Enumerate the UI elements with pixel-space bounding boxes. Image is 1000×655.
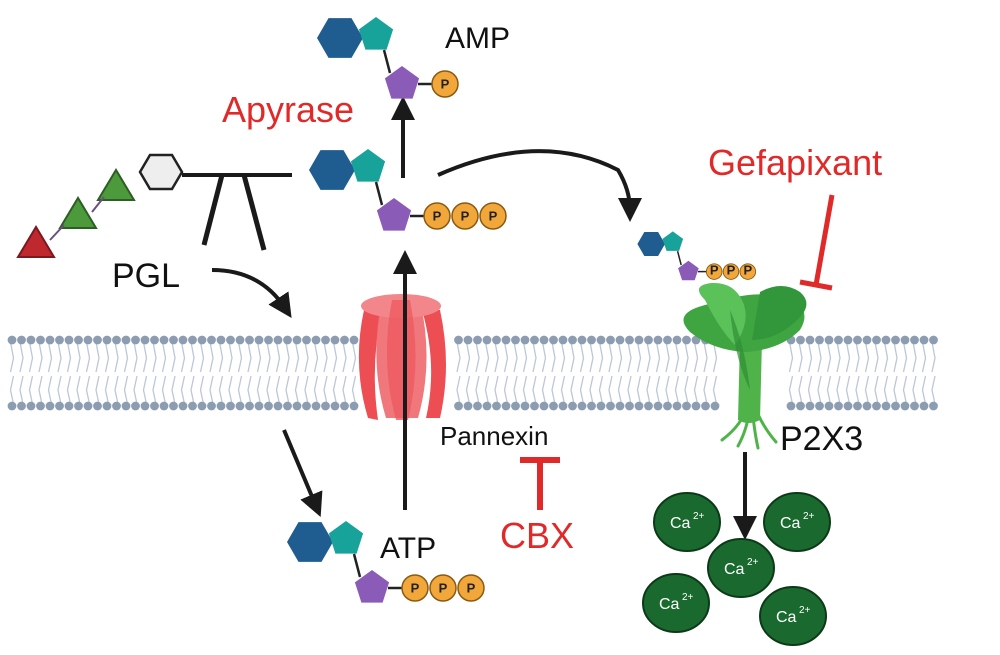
phosphate-circle-icon — [722, 263, 740, 280]
phosphate-label: P — [433, 209, 442, 224]
calcium-charge-label: 2+ — [799, 605, 811, 616]
cbx-label: CBX — [500, 515, 574, 556]
phosphate-label: P — [411, 581, 420, 596]
ribose-pentagon-icon — [678, 260, 699, 281]
pgl-molecule — [16, 153, 292, 258]
phosphate-label: P — [710, 262, 719, 277]
green-triangle-2 — [96, 168, 136, 201]
phosphate-circle-icon — [431, 70, 459, 98]
adenosine-hexagon-icon — [287, 522, 333, 562]
cell-membrane — [7, 335, 938, 411]
phosphate-circle-icon — [423, 202, 451, 230]
pannexin-channel — [358, 294, 446, 420]
pgl-to-atp-arrow — [282, 429, 323, 518]
apyrase-label: Apyrase — [222, 89, 354, 130]
calcium-label: Ca — [776, 609, 797, 626]
green-triangle-1 — [58, 196, 98, 229]
calcium-charge-label: 2+ — [803, 511, 815, 522]
calcium-label: Ca — [724, 561, 745, 578]
phosphate-label: P — [439, 581, 448, 596]
phosphate-label: P — [727, 262, 736, 277]
pentagon-teal-icon — [662, 231, 684, 251]
pentagon-teal-icon — [358, 17, 394, 50]
ribose-pentagon-icon — [384, 66, 420, 99]
phosphate-label: P — [461, 209, 470, 224]
calcium-label: Ca — [670, 515, 691, 532]
phosphate-circle-icon — [401, 574, 429, 602]
phosphate-label: P — [743, 262, 752, 277]
phosphate-circle-icon — [451, 202, 479, 230]
adenosine-hexagon-icon — [317, 18, 363, 58]
amp-molecule: P — [317, 17, 459, 99]
p2x3-label: P2X3 — [780, 420, 863, 458]
phosphate-circle-icon — [739, 263, 757, 280]
pgl-hexagon — [138, 153, 184, 191]
calcium-label: Ca — [659, 596, 680, 613]
phosphate-label: P — [489, 209, 498, 224]
adenosine-hexagon-icon — [637, 232, 665, 256]
atp-label: ATP — [380, 532, 436, 565]
phosphate-label: P — [441, 77, 450, 92]
adenosine-hexagon-icon — [309, 150, 355, 190]
phosphate-circle-icon — [429, 574, 457, 602]
arrows — [211, 96, 757, 540]
phosphate-circle-icon — [479, 202, 507, 230]
gefapixant-inhibition — [799, 194, 835, 291]
ribose-pentagon-icon — [354, 570, 390, 603]
calcium-label: Ca — [780, 515, 801, 532]
phosphate-circle-icon — [457, 574, 485, 602]
atp-to-receptor-arrow — [437, 149, 642, 222]
cbx-inhibition — [520, 457, 560, 510]
gefapixant-label: Gefapixant — [708, 142, 882, 183]
red-triangle — [16, 225, 56, 258]
calcium-charge-label: 2+ — [693, 511, 705, 522]
phosphate-label: P — [467, 581, 476, 596]
pgl-to-membrane-arrow — [211, 268, 292, 319]
phosphate-circle-icon — [705, 263, 723, 280]
amp-label: AMP — [445, 22, 510, 55]
p2x3-receptor — [683, 282, 807, 450]
ribose-pentagon-icon — [376, 198, 412, 231]
calcium-charge-label: 2+ — [682, 592, 694, 603]
pentagon-teal-icon — [328, 521, 364, 554]
pentagon-teal-icon — [350, 149, 386, 182]
pannexin-label: Pannexin — [440, 421, 548, 451]
calcium-charge-label: 2+ — [747, 557, 759, 568]
pgl-label: PGL — [112, 257, 180, 295]
